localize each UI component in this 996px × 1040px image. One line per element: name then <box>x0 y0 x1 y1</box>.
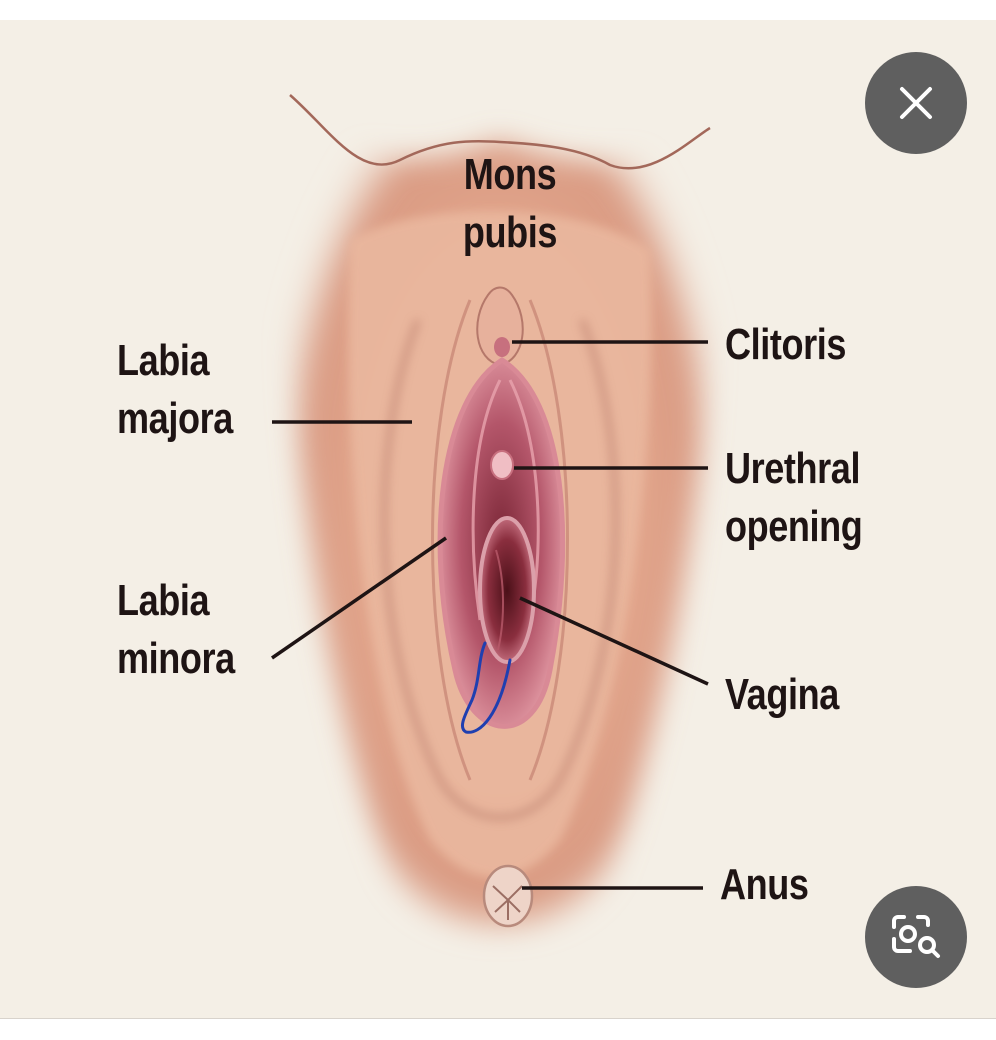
clitoris-shape <box>476 286 524 367</box>
anatomy-illustration <box>271 94 713 930</box>
handwritten-annotation <box>461 641 512 734</box>
leader-line-labia-minora <box>271 536 447 660</box>
label-anus: Anus <box>720 860 809 909</box>
close-button[interactable] <box>865 52 967 154</box>
label-labia-minora: Labia minora <box>117 576 235 683</box>
close-icon <box>900 87 932 119</box>
label-vagina: Vagina <box>725 670 839 719</box>
anus-shape <box>482 864 534 928</box>
label-urethral-opening: Urethral opening <box>725 444 863 551</box>
bottom-divider <box>0 1018 996 1019</box>
leader-lines <box>271 340 709 890</box>
label-labia-majora: Labia majora <box>117 336 233 443</box>
labia-majora-shape <box>381 299 619 820</box>
image-search-icon <box>892 915 940 958</box>
label-mons-pubis: Mons pubis <box>462 150 558 257</box>
visual-search-button[interactable] <box>865 886 967 988</box>
label-clitoris: Clitoris <box>725 320 847 369</box>
labia-minora-shape <box>437 357 566 729</box>
leader-line-vagina <box>519 596 709 686</box>
image-viewer: Mons pubis Labia majora Labia minora Cli… <box>0 20 996 1018</box>
